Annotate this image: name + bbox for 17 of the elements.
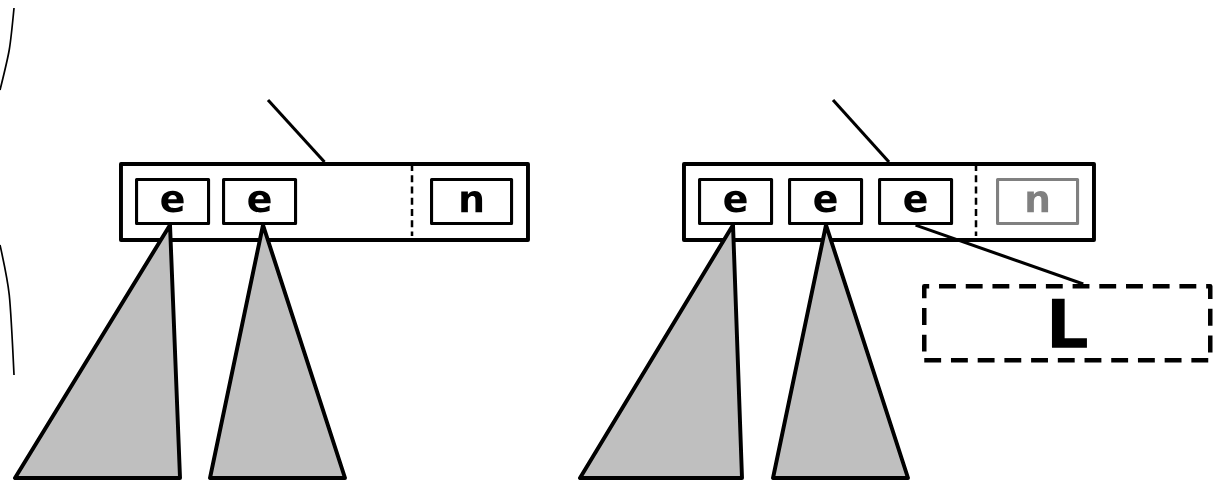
triangle [771, 223, 910, 480]
connector-line [915, 223, 1084, 286]
bar-box [682, 162, 1096, 242]
key-box: e [135, 178, 211, 226]
triangle [578, 223, 744, 480]
key-box: e [222, 178, 298, 226]
bar-box [119, 162, 530, 242]
key-box: e [788, 178, 864, 226]
key-box: n [996, 178, 1080, 226]
label-box: L [922, 284, 1213, 363]
triangle [208, 223, 347, 480]
key-box: n [430, 178, 514, 226]
leader-line [266, 98, 326, 164]
key-box: e [698, 178, 774, 226]
leader-line [831, 98, 891, 164]
key-box: e [878, 178, 954, 226]
triangle [13, 223, 182, 480]
